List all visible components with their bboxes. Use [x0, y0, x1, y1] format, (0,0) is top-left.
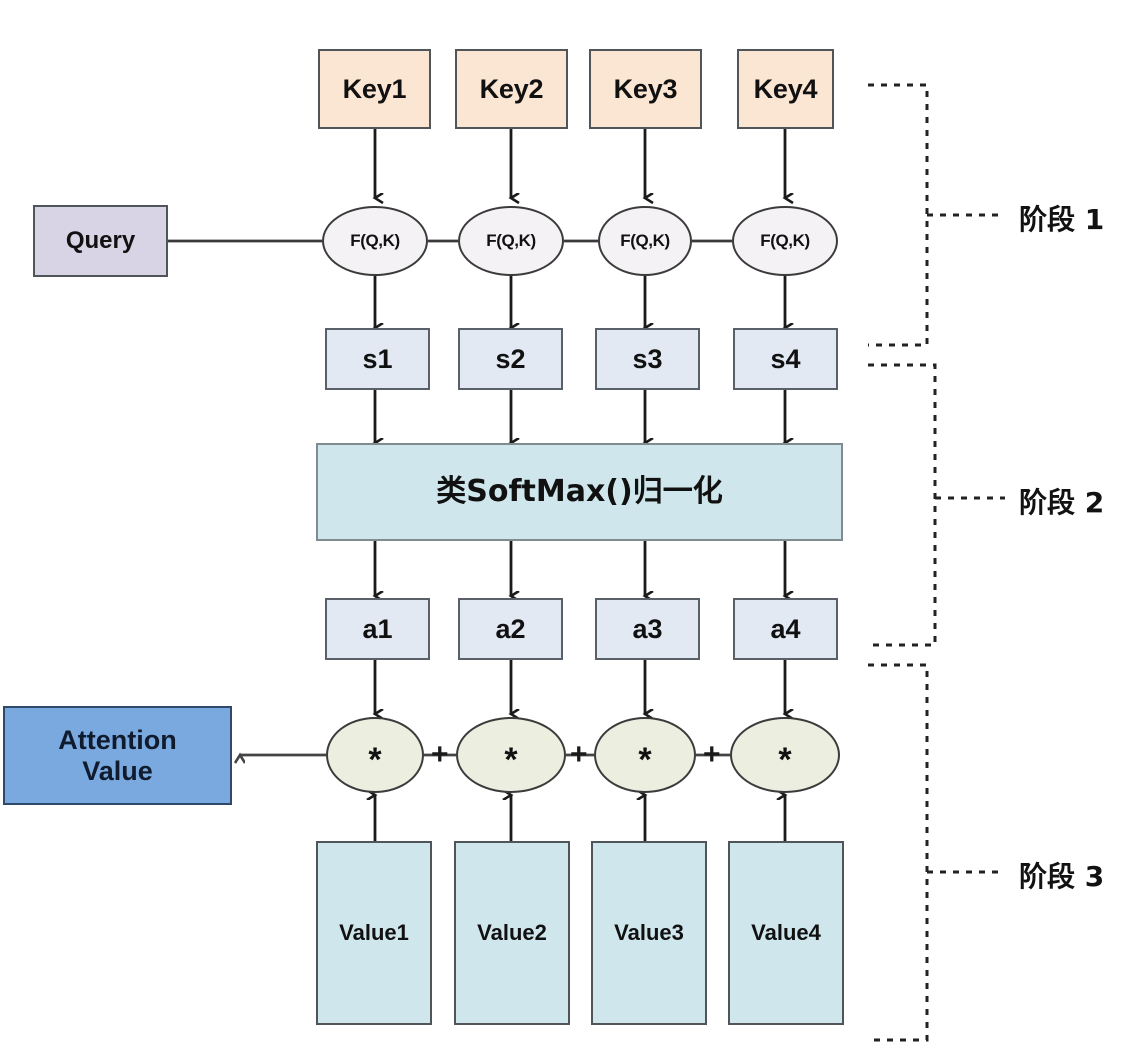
key-box-2[interactable]: Key2: [455, 49, 568, 129]
plus-label-1: +: [431, 738, 449, 771]
value-box-2[interactable]: Value2: [454, 841, 570, 1025]
query-label: Query: [65, 226, 136, 254]
weight-label-1: a1: [362, 613, 393, 644]
similarity-label-1: F(Q,K): [350, 231, 400, 250]
multiply-ellipse-3[interactable]: *: [594, 717, 696, 793]
value-label-3: Value3: [614, 919, 684, 945]
weight-label-2: a2: [495, 613, 526, 644]
weight-label-4: a4: [770, 613, 801, 644]
key-box-4[interactable]: Key4: [737, 49, 834, 129]
weight-label-3: a3: [632, 613, 663, 644]
key-box-1[interactable]: Key1: [318, 49, 431, 129]
stage-label-3: 阶段 3: [1019, 855, 1104, 895]
value-label-1: Value1: [339, 919, 409, 945]
softmax-normalization-box[interactable]: 类SoftMax()归一化: [316, 443, 843, 541]
stage-1-text: 阶段 1: [1019, 203, 1105, 236]
multiply-ellipse-1[interactable]: *: [326, 717, 424, 793]
similarity-label-4: F(Q,K): [760, 231, 810, 250]
similarity-label-2: F(Q,K): [486, 231, 536, 250]
attention-value-box[interactable]: Attention Value: [3, 706, 232, 805]
key-box-3[interactable]: Key3: [589, 49, 702, 129]
softmax-label: 类SoftMax()归一化: [436, 474, 723, 510]
attention-value-line-2: Value: [82, 755, 153, 786]
value-box-4[interactable]: Value4: [728, 841, 844, 1025]
attention-value-line-1: Attention: [58, 725, 177, 756]
plus-label-2: +: [570, 738, 588, 771]
score-box-2[interactable]: s2: [458, 328, 563, 390]
score-box-3[interactable]: s3: [595, 328, 700, 390]
similarity-ellipse-2[interactable]: F(Q,K): [458, 206, 564, 276]
key-label-2: Key2: [479, 73, 544, 104]
weight-box-3[interactable]: a3: [595, 598, 700, 660]
score-label-3: s3: [632, 343, 663, 374]
key-label-3: Key3: [613, 73, 678, 104]
score-box-1[interactable]: s1: [325, 328, 430, 390]
score-label-1: s1: [362, 343, 393, 374]
score-box-4[interactable]: s4: [733, 328, 838, 390]
stage-2-text: 阶段 2: [1019, 486, 1105, 519]
plus-connector-1: +: [431, 740, 449, 770]
score-label-2: s2: [495, 343, 526, 374]
stage-label-2: 阶段 2: [1019, 481, 1104, 521]
stage-label-1: 阶段 1: [1019, 198, 1104, 238]
value-label-4: Value4: [751, 919, 821, 945]
similarity-ellipse-3[interactable]: F(Q,K): [598, 206, 692, 276]
stage-3-text: 阶段 3: [1019, 860, 1105, 893]
similarity-ellipse-4[interactable]: F(Q,K): [732, 206, 838, 276]
plus-connector-2: +: [570, 740, 588, 770]
query-box[interactable]: Query: [33, 205, 168, 277]
multiply-label-3: *: [638, 741, 652, 779]
value-box-3[interactable]: Value3: [591, 841, 707, 1025]
key-label-4: Key4: [753, 73, 818, 104]
weight-box-1[interactable]: a1: [325, 598, 430, 660]
similarity-label-3: F(Q,K): [620, 231, 670, 250]
multiply-label-1: *: [368, 741, 382, 779]
score-label-4: s4: [770, 343, 801, 374]
multiply-label-4: *: [778, 741, 792, 779]
key-label-1: Key1: [342, 73, 407, 104]
similarity-ellipse-1[interactable]: F(Q,K): [322, 206, 428, 276]
plus-label-3: +: [703, 738, 721, 771]
multiply-label-2: *: [504, 741, 518, 779]
weight-box-2[interactable]: a2: [458, 598, 563, 660]
value-label-2: Value2: [477, 919, 547, 945]
multiply-ellipse-4[interactable]: *: [730, 717, 840, 793]
weight-box-4[interactable]: a4: [733, 598, 838, 660]
value-box-1[interactable]: Value1: [316, 841, 432, 1025]
plus-connector-3: +: [703, 740, 721, 770]
multiply-ellipse-2[interactable]: *: [456, 717, 566, 793]
